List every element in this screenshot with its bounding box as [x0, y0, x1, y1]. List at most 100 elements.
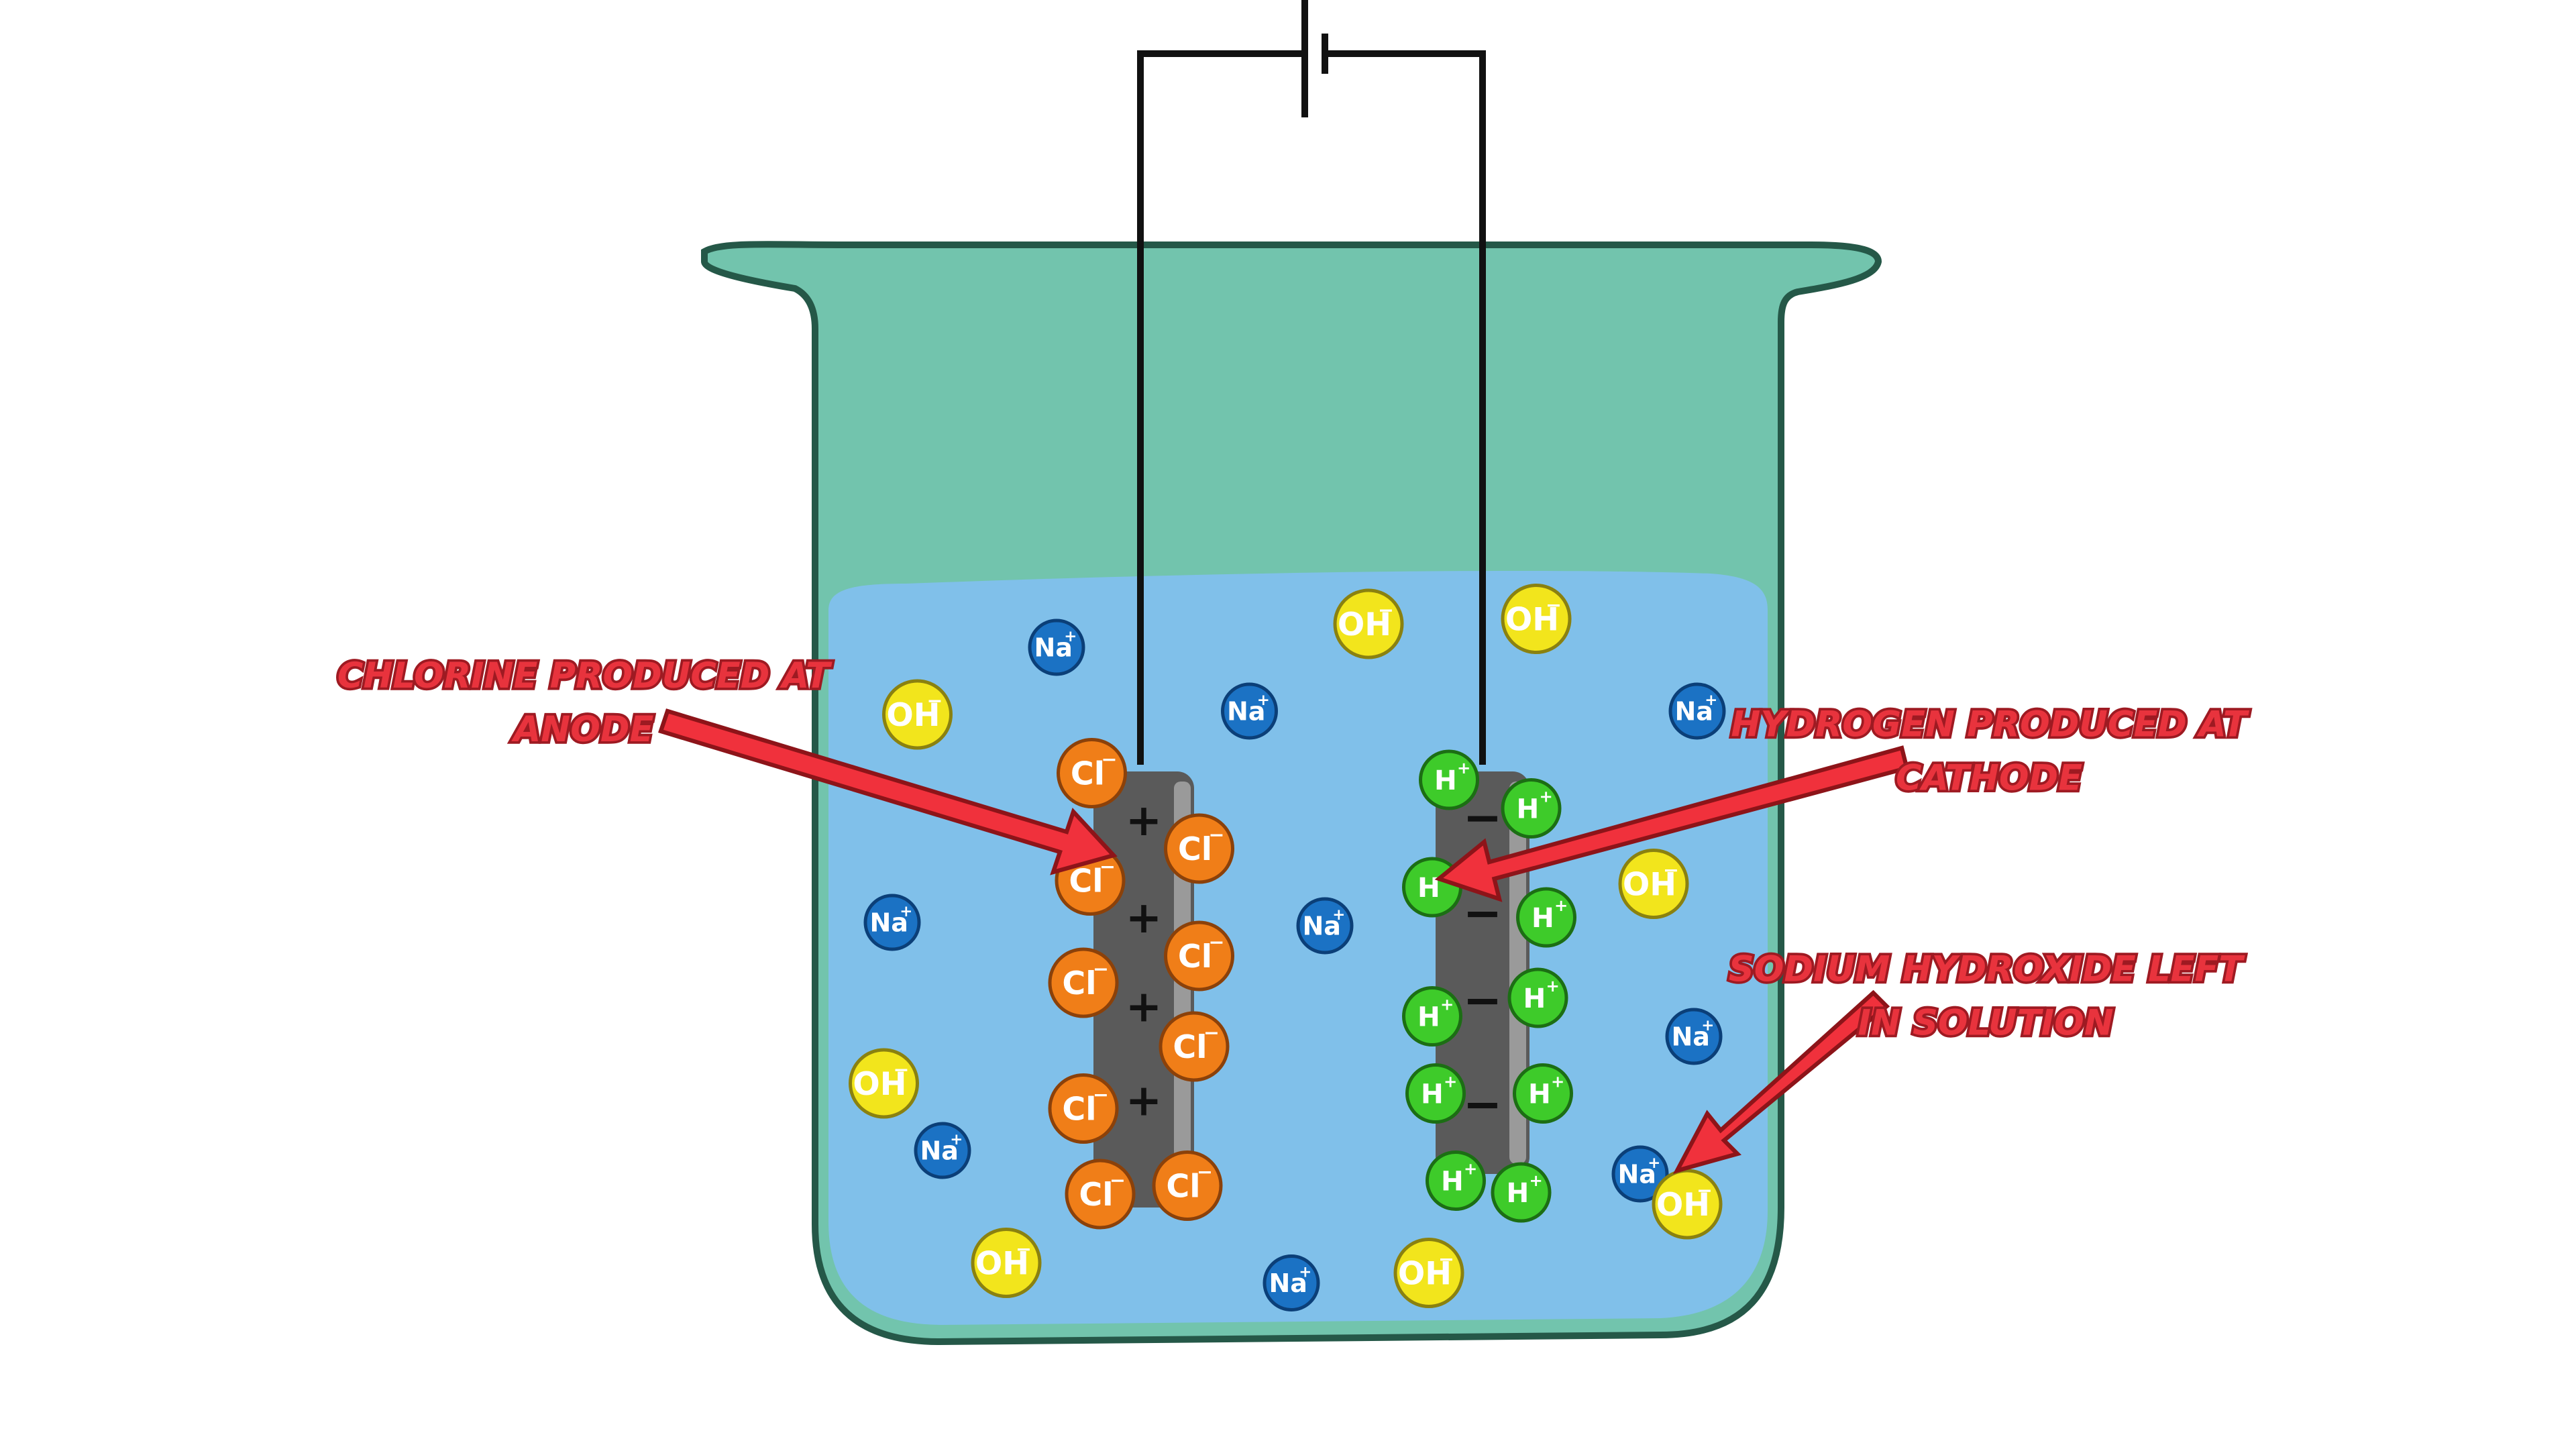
ion-na-circle	[1263, 1254, 1320, 1311]
ion-na: Na+	[914, 1122, 971, 1179]
ion-na-circle	[1028, 619, 1085, 676]
ion-oh-circle	[1393, 1238, 1464, 1308]
ion-na-charge: +	[1705, 692, 1717, 709]
ion-na-symbol: Na	[1302, 912, 1340, 941]
ion-h: H+	[1491, 1162, 1552, 1223]
ion-oh: OH−	[1501, 584, 1572, 654]
ion-na-circle	[1665, 1008, 1723, 1065]
ion-na-symbol: Na	[1671, 1022, 1709, 1052]
cathode-sign: −	[1463, 1077, 1503, 1132]
ion-na-charge: +	[1257, 692, 1270, 709]
ion-cl-symbol: Cl	[1166, 1169, 1200, 1205]
ion-na-symbol: Na	[1674, 697, 1713, 727]
ion-oh-charge: −	[927, 690, 943, 712]
ion-h-circle	[1513, 1063, 1573, 1124]
ion-oh: OH−	[1618, 849, 1689, 919]
ion-oh-symbol: OH	[1623, 867, 1676, 904]
ion-oh-circle	[971, 1228, 1042, 1298]
arrow-to-anode	[658, 708, 1118, 875]
ion-cl-circle	[1164, 920, 1234, 991]
ion-cl: Cl−	[1159, 1011, 1230, 1082]
wire-anode	[1137, 50, 1301, 765]
ion-cl-symbol: Cl	[1178, 938, 1212, 975]
ion-na-charge: +	[1648, 1155, 1660, 1172]
arrow-to-cathode	[1434, 745, 1910, 902]
arrow-to-solution	[1672, 989, 1890, 1174]
ion-h-circle	[1491, 1162, 1552, 1223]
anode-sign: +	[1126, 982, 1162, 1032]
ion-h-symbol: H	[1417, 1002, 1440, 1033]
ion-h-symbol: H	[1434, 765, 1457, 796]
ion-na-circle	[1221, 682, 1278, 740]
ion-h-symbol: H	[1441, 1166, 1464, 1197]
ion-h: H+	[1405, 1063, 1466, 1124]
ion-h-circle	[1419, 749, 1479, 810]
ion-h-symbol: H	[1417, 872, 1440, 904]
wire-cathode	[1322, 50, 1486, 765]
ion-na-circle	[914, 1122, 971, 1179]
anode-highlight	[1174, 782, 1191, 1197]
ion-oh: OH−	[849, 1048, 919, 1119]
ion-cl-charge: −	[1209, 931, 1225, 953]
ion-oh-circle	[849, 1048, 919, 1119]
ion-oh-circle	[1501, 584, 1572, 654]
ion-na: Na+	[1665, 1008, 1723, 1065]
ion-cl-symbol: Cl	[1062, 965, 1096, 1002]
ion-cl-charge: −	[1102, 749, 1118, 771]
ion-h: H+	[1516, 887, 1576, 948]
ion-na: Na+	[863, 894, 921, 951]
ion-cl: Cl−	[1164, 920, 1234, 991]
ion-h: H+	[1507, 967, 1568, 1028]
ion-oh-symbol: OH	[975, 1246, 1029, 1283]
ion-na-charge: +	[950, 1131, 963, 1148]
ion-oh: OH−	[1652, 1169, 1723, 1240]
ion-h: H+	[1426, 1150, 1486, 1211]
ion-cl-charge: −	[1203, 1022, 1220, 1044]
ion-h: H+	[1501, 778, 1562, 839]
ion-cl-circle	[1057, 738, 1127, 808]
ion-cl-charge: −	[1110, 1169, 1126, 1191]
ion-oh-circle	[1618, 849, 1689, 919]
ion-cl-circle	[1048, 947, 1119, 1018]
ion-h-charge: +	[1554, 896, 1568, 915]
cathode-highlight	[1509, 782, 1526, 1164]
ion-h-circle	[1426, 1150, 1486, 1211]
ion-h-circle	[1516, 887, 1576, 948]
ion-na-circle	[863, 894, 921, 951]
ion-oh-circle	[1333, 588, 1404, 659]
ion-oh: OH−	[971, 1228, 1042, 1298]
ion-h-circle	[1507, 967, 1568, 1028]
ion-oh: OH−	[1333, 588, 1404, 659]
ion-cl-symbol: Cl	[1178, 831, 1212, 868]
ion-cl: Cl−	[1164, 813, 1234, 884]
anode-label-line2: ANODE	[511, 709, 654, 750]
ion-oh: OH−	[882, 679, 953, 750]
ion-h: H+	[1402, 986, 1462, 1046]
cathode-sign: −	[1463, 973, 1503, 1028]
anode-signs: + + + +	[1126, 796, 1162, 1126]
ion-cl-circle	[1159, 1011, 1230, 1082]
ion-oh-circle	[1652, 1169, 1723, 1240]
ion-cl: Cl−	[1048, 1073, 1119, 1144]
ion-na-symbol: Na	[1269, 1269, 1307, 1298]
ion-oh-charge: −	[1663, 859, 1679, 881]
ion-h: H+	[1419, 749, 1479, 810]
ion-h-charge: +	[1464, 1160, 1477, 1179]
ion-cl-circle	[1164, 813, 1234, 884]
ion-oh-symbol: OH	[1505, 602, 1559, 639]
ion-oh-charge: −	[894, 1059, 910, 1081]
ion-cl: Cl−	[1057, 738, 1127, 808]
ion-h-circle	[1402, 986, 1462, 1046]
ion-oh-symbol: OH	[853, 1066, 906, 1103]
ion-h-charge: +	[1440, 996, 1454, 1014]
ion-h-symbol: H	[1528, 1079, 1551, 1110]
ion-cl: Cl−	[1048, 947, 1119, 1018]
ion-cl-symbol: Cl	[1079, 1177, 1113, 1214]
ion-oh: OH−	[1393, 1238, 1464, 1308]
ion-oh-symbol: OH	[1398, 1256, 1452, 1293]
ion-na: Na+	[1028, 619, 1085, 676]
ion-na-circle	[1611, 1145, 1669, 1203]
ion-h-symbol: H	[1532, 902, 1554, 934]
ion-h-symbol: H	[1421, 1079, 1444, 1110]
